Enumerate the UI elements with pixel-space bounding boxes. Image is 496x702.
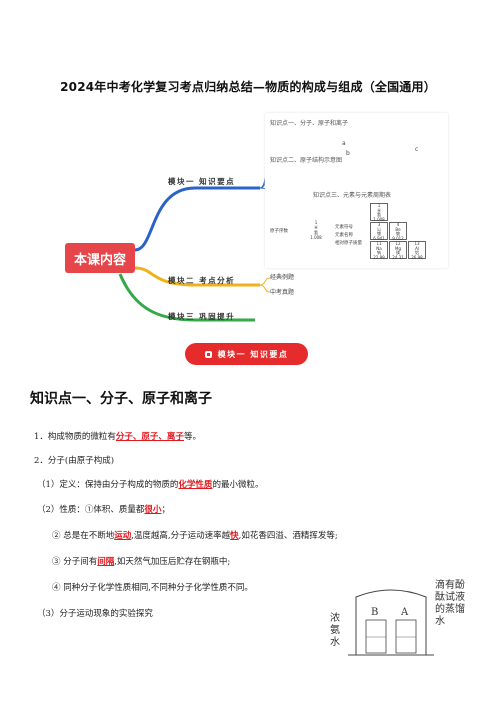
knowledge-node-2: 知识点二、原子结构示意图 [270,157,343,164]
item-2: 2．分子(由原子构成) [34,456,115,466]
ammonia-label: 浓氨水 [330,613,340,648]
knowledge-card [265,113,448,268]
mindmap: 知识点一、分子、原子和离子 知识点二、原子结构示意图 知识点三、元素与元素周期表… [60,110,450,340]
legend-symbol: 元素符号 [335,225,353,230]
beaker-a-label: A [401,607,409,618]
property-line-1: （2）性质：①体积、质量都很小； [37,505,170,515]
atom-label-c: c [415,146,419,153]
section-heading: 知识点一、分子、原子和离子 [30,391,212,407]
beaker-diagram-icon [348,589,434,656]
element-sample: 1 H 氢 1.008 [310,220,322,240]
module-one-button[interactable]: 模块一 知识要点 [185,343,308,365]
branch-module-3: 模块三 巩固提升 [168,312,236,321]
definition-line: （1）定义：保持由分子构成的物质的化学性质的最小微粒。 [37,480,264,490]
atom-label-a: a [342,140,346,147]
phenolphthalein-label: 滴有酚酞试液的蒸馏水 [435,580,465,627]
analysis-node-2: 中考真题 [270,289,295,296]
property-line-3: ③ 分子间有间隔,如天然气加压后贮存在钢瓶中; [52,557,231,567]
experiment-figure: 浓氨水 滴有酚酞试液的蒸馏水 B A [318,580,478,660]
atom-label-b: b [346,150,350,157]
property-line-4: ④ 同种分子化学性质相同,不同种分子化学性质不同。 [52,583,253,593]
analysis-node-1: 经典例题 [270,274,295,281]
module-bullet-icon [204,350,212,358]
page-title: 2024年中考化学复习考点归纳总结—物质的构成与组成（全国通用） [60,80,436,94]
legend-name: 元素名称 [335,233,353,238]
knowledge-node-3: 知识点三、元素与元素周期表 [313,192,392,199]
experiment-line: （3）分子运动现象的实验探究 [37,609,153,619]
property-line-2: ② 总是在不断地运动,温度越高,分子运动速率越快,如花香四溢、酒精挥发等; [52,531,338,541]
mindmap-center: 本课内容 [65,243,135,273]
legend-atomic-number: 原子序数 [270,229,288,234]
legend-mass: 相对原子质量 [335,241,362,246]
knowledge-node-1: 知识点一、分子、原子和离子 [270,120,349,127]
module-one-label: 模块一 知识要点 [217,349,289,359]
branch-module-2: 模块二 考点分析 [168,276,236,285]
item-1: 1．构成物质的微粒有分子、原子、离子等。 [34,432,201,442]
beaker-b-label: B [371,607,379,618]
branch-module-1: 模块一 知识要点 [168,177,236,186]
